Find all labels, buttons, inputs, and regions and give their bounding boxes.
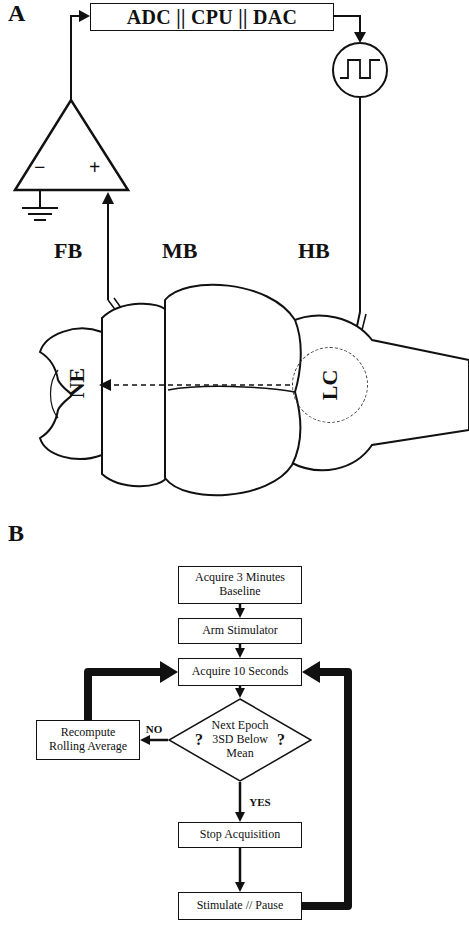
decision-text: Next Epoch 3SD Below Mean bbox=[206, 719, 274, 760]
amplifier-symbol bbox=[15, 100, 128, 190]
square-wave bbox=[340, 60, 380, 78]
region-name: MB bbox=[162, 238, 197, 264]
panel-letter: A bbox=[8, 0, 25, 27]
region-label: LC bbox=[317, 370, 343, 401]
dashed-projection bbox=[110, 384, 290, 386]
process-box: Acquire 3 Minutes Baseline bbox=[178, 566, 302, 604]
olfactory-bulb-outline bbox=[40, 329, 102, 459]
midbrain-outline bbox=[165, 285, 301, 496]
process-box: Stop Acquisition bbox=[178, 822, 302, 848]
panel-letter: B bbox=[8, 520, 24, 547]
region-name-text: MB bbox=[162, 238, 197, 263]
ground-wire bbox=[39, 190, 41, 208]
arrowhead bbox=[235, 608, 245, 618]
arrowhead bbox=[354, 32, 366, 43]
bulb-notch bbox=[51, 370, 59, 418]
box-text: ADC || CPU || DAC bbox=[127, 6, 297, 29]
diamond-text-row: ?Next Epoch 3SD Below Mean? bbox=[195, 719, 285, 760]
edge-label: YES bbox=[247, 796, 272, 808]
connector-line bbox=[302, 672, 348, 906]
input-sign-text: − bbox=[34, 156, 45, 178]
connector-line bbox=[239, 848, 242, 883]
connector-line bbox=[88, 672, 161, 720]
flow-arrow bbox=[235, 848, 245, 892]
region-label: NE bbox=[62, 370, 93, 396]
flow-arrow bbox=[140, 735, 168, 745]
box-text: Stop Acquisition bbox=[200, 828, 280, 842]
flow-arrow bbox=[235, 782, 245, 822]
process-box: Arm Stimulator bbox=[178, 618, 302, 644]
midline bbox=[168, 386, 295, 392]
box-text: Acquire 3 Minutes Baseline bbox=[184, 571, 296, 599]
box-text: Recompute Rolling Average bbox=[42, 726, 134, 754]
input-sign-text: + bbox=[89, 156, 100, 178]
arrowhead bbox=[235, 882, 245, 892]
arrowhead bbox=[79, 10, 90, 22]
projection-arrow bbox=[99, 379, 290, 391]
arrowhead bbox=[235, 688, 245, 698]
region-name: FB bbox=[54, 238, 82, 264]
region-name-text: FB bbox=[54, 238, 82, 263]
connector-line bbox=[149, 739, 168, 742]
edge-label: NO bbox=[144, 723, 165, 735]
amp-output-wire bbox=[71, 16, 82, 100]
arrowhead bbox=[140, 735, 150, 745]
flow-arrow bbox=[235, 604, 245, 618]
question-mark: ? bbox=[195, 731, 203, 749]
recording-wire bbox=[107, 202, 109, 300]
loop-arrow bbox=[88, 661, 178, 720]
process-box: Acquire 10 Seconds bbox=[178, 658, 302, 686]
box-text: Acquire 10 Seconds bbox=[192, 665, 289, 679]
region-name: HB bbox=[298, 238, 330, 264]
arrowhead bbox=[160, 661, 178, 683]
locus-coeruleus-region: LC bbox=[292, 347, 368, 423]
connector-line bbox=[239, 782, 242, 813]
hindbrain-outline bbox=[290, 316, 469, 471]
process-box: Recompute Rolling Average bbox=[36, 720, 140, 760]
diamond-shape bbox=[169, 699, 311, 781]
region-name-text: HB bbox=[298, 238, 330, 263]
loop-arrow bbox=[302, 661, 348, 906]
decision-diamond: ?Next Epoch 3SD Below Mean? bbox=[168, 698, 312, 782]
ground-symbol bbox=[28, 213, 52, 215]
region-label-text: NE bbox=[64, 368, 90, 399]
panel-letter-text: A bbox=[8, 0, 25, 26]
question-mark: ? bbox=[277, 731, 285, 749]
arrowhead bbox=[235, 648, 245, 658]
panel-letter-text: B bbox=[8, 520, 24, 546]
dac-wire bbox=[334, 16, 360, 34]
box-text: Stimulate // Pause bbox=[197, 899, 284, 913]
arrowhead bbox=[99, 379, 111, 391]
input-sign: + bbox=[89, 156, 100, 179]
box-text: Arm Stimulator bbox=[202, 624, 278, 638]
flow-arrow bbox=[235, 686, 245, 698]
input-sign: − bbox=[34, 156, 45, 179]
flow-arrow bbox=[235, 644, 245, 658]
arrowhead bbox=[235, 812, 245, 822]
arrowhead bbox=[102, 192, 114, 204]
stimulator-symbol bbox=[333, 43, 387, 97]
arrowhead bbox=[302, 661, 320, 683]
process-box: Stimulate // Pause bbox=[178, 892, 302, 920]
zebrafish-brain bbox=[40, 285, 469, 496]
ground-symbol bbox=[22, 207, 58, 209]
ground-symbol bbox=[34, 219, 46, 221]
processing-box: ADC || CPU || DAC bbox=[90, 3, 334, 31]
forebrain-outline bbox=[102, 304, 168, 487]
